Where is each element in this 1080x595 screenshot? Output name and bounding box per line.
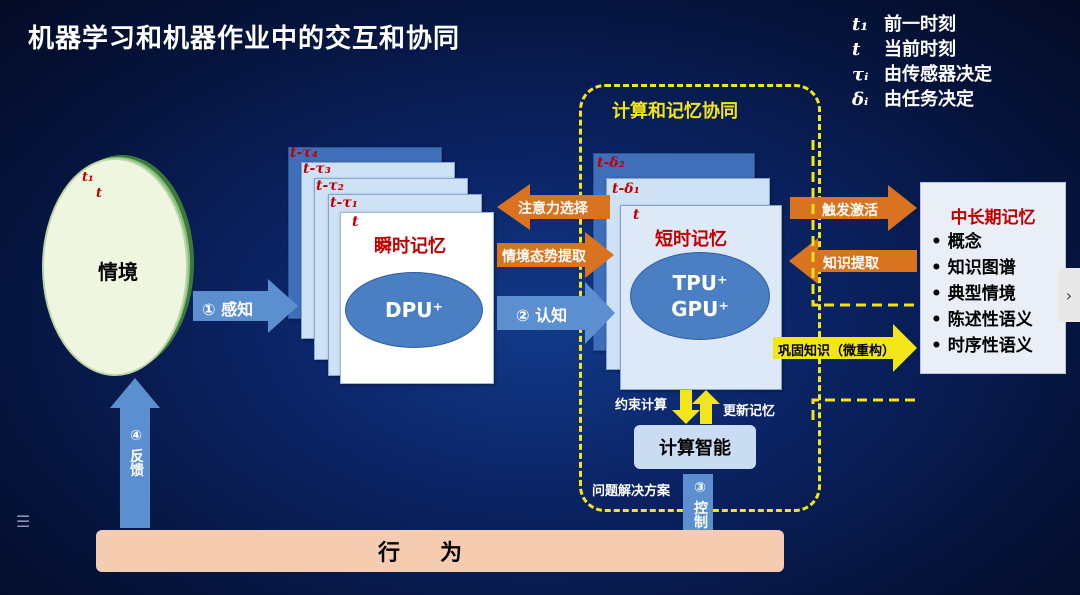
situation-label: 情境 [98, 260, 138, 284]
situation-extract-label: 情境态势提取 [502, 249, 586, 265]
situation-t-label: t [96, 186, 103, 201]
constraint-arrow [672, 390, 700, 424]
legend-row: δᵢ 由任务决定 [852, 87, 992, 112]
tpu-label: TPU⁺ [672, 271, 728, 295]
feedback-arrow [110, 378, 160, 528]
behavior-bar: 行为 [96, 530, 784, 572]
consolidate-label: 巩固知识（微重构） [778, 344, 896, 359]
trigger-label: 触发激活 [822, 203, 878, 219]
constraint-label: 约束计算 [615, 398, 668, 413]
dpu-ellipse: DPU⁺ [345, 272, 483, 348]
sensory-layer-label: t-τ₂ [316, 178, 344, 194]
consolidate-arrow [773, 324, 917, 372]
sensory-layer-label: t-τ₃ [303, 161, 331, 177]
update-arrow [692, 390, 720, 424]
legend-text: 由传感器决定 [884, 64, 992, 85]
sensory-layer-label: t-τ₄ [290, 145, 318, 161]
short-term-memory-title: 短时记忆 [655, 229, 727, 250]
legend: t₁ 前一时刻 t 当前时刻 τᵢ 由传感器决定 δᵢ 由任务决定 [852, 12, 992, 112]
legend-row: τᵢ 由传感器决定 [852, 62, 992, 87]
list-item: • 典型情境 [931, 284, 1016, 304]
legend-symbol: δᵢ [852, 89, 869, 110]
stm-layer-label: t [633, 207, 640, 223]
list-item: • 知识图谱 [931, 258, 1016, 278]
trigger-arrow [790, 185, 917, 231]
next-slide-chevron-icon[interactable]: › [1058, 268, 1080, 322]
list-item: • 时序性语义 [931, 336, 1033, 356]
knowledge-extract-label: 知识提取 [823, 256, 879, 272]
legend-text: 由任务决定 [884, 89, 974, 110]
control-label: ③ 控制 [692, 480, 708, 529]
menu-list-icon[interactable]: ☰ [16, 512, 31, 531]
sensory-layer-label: t [352, 214, 359, 230]
sensory-memory-title: 瞬时记忆 [374, 236, 446, 257]
situation-t1-label: t₁ [82, 170, 94, 185]
behavior-label: 行为 [377, 541, 502, 566]
knowledge-extract-arrow [789, 238, 917, 284]
sensory-layer-label: t-τ₁ [330, 195, 358, 211]
solution-label: 问题解决方案 [592, 484, 671, 499]
cognize-label: ② 认知 [516, 306, 568, 325]
legend-text: 前一时刻 [884, 14, 956, 35]
legend-text: 当前时刻 [884, 39, 956, 60]
feedback-label: ④ 反馈 [128, 428, 144, 477]
legend-symbol: τᵢ [852, 64, 869, 85]
situation-ellipse [42, 155, 194, 376]
perceive-label: ① 感知 [202, 300, 254, 319]
page-title: 机器学习和机器作业中的交互和协同 [28, 24, 461, 54]
list-item: • 陈述性语义 [931, 310, 1033, 330]
perceive-arrow [193, 279, 298, 333]
update-label: 更新记忆 [723, 404, 776, 419]
legend-symbol: t₁ [852, 14, 869, 35]
stm-layer-label: t-δ₂ [597, 155, 625, 171]
stm-layer-label: t-δ₁ [612, 181, 640, 197]
gpu-label: GPU⁺ [671, 297, 729, 321]
compute-intelligence-label: 计算智能 [659, 438, 731, 459]
long-term-memory-card: 中长期记忆 • 概念 • 知识图谱 • 典型情境 • 陈述性语义 • 时序性语义 [920, 182, 1066, 374]
collaboration-box-label: 计算和记忆协同 [612, 101, 738, 122]
long-term-memory-list: • 概念 • 知识图谱 • 典型情境 • 陈述性语义 • 时序性语义 [931, 229, 1033, 359]
long-term-memory-title: 中长期记忆 [950, 208, 1036, 228]
legend-row: t 当前时刻 [852, 37, 992, 62]
compute-intelligence-box: 计算智能 [634, 425, 756, 469]
legend-symbol: t [852, 39, 861, 60]
dpu-label: DPU⁺ [384, 298, 444, 322]
attention-arrow [497, 184, 610, 230]
cognize-arrow [497, 282, 615, 344]
tpu-gpu-ellipse: TPU⁺ GPU⁺ [630, 252, 770, 340]
legend-row: t₁ 前一时刻 [852, 12, 992, 37]
attention-label: 注意力选择 [518, 201, 588, 217]
list-item: • 概念 [931, 232, 982, 252]
situation-extract-arrow [497, 232, 614, 278]
